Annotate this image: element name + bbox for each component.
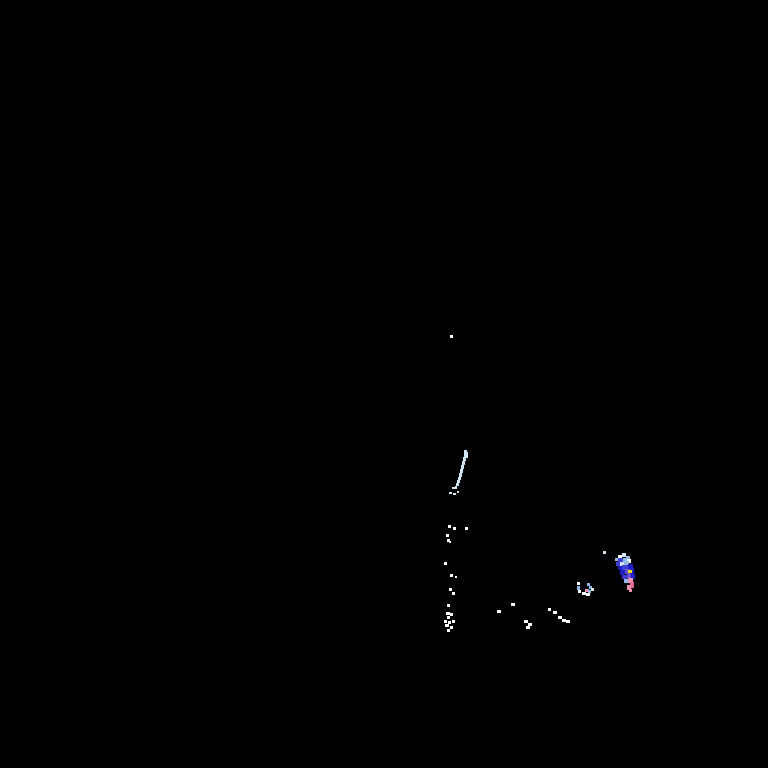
- radar-viewport[interactable]: Radar Reflectivity Composite Black-backg…: [0, 0, 768, 768]
- radar-composite-canvas[interactable]: [0, 0, 768, 768]
